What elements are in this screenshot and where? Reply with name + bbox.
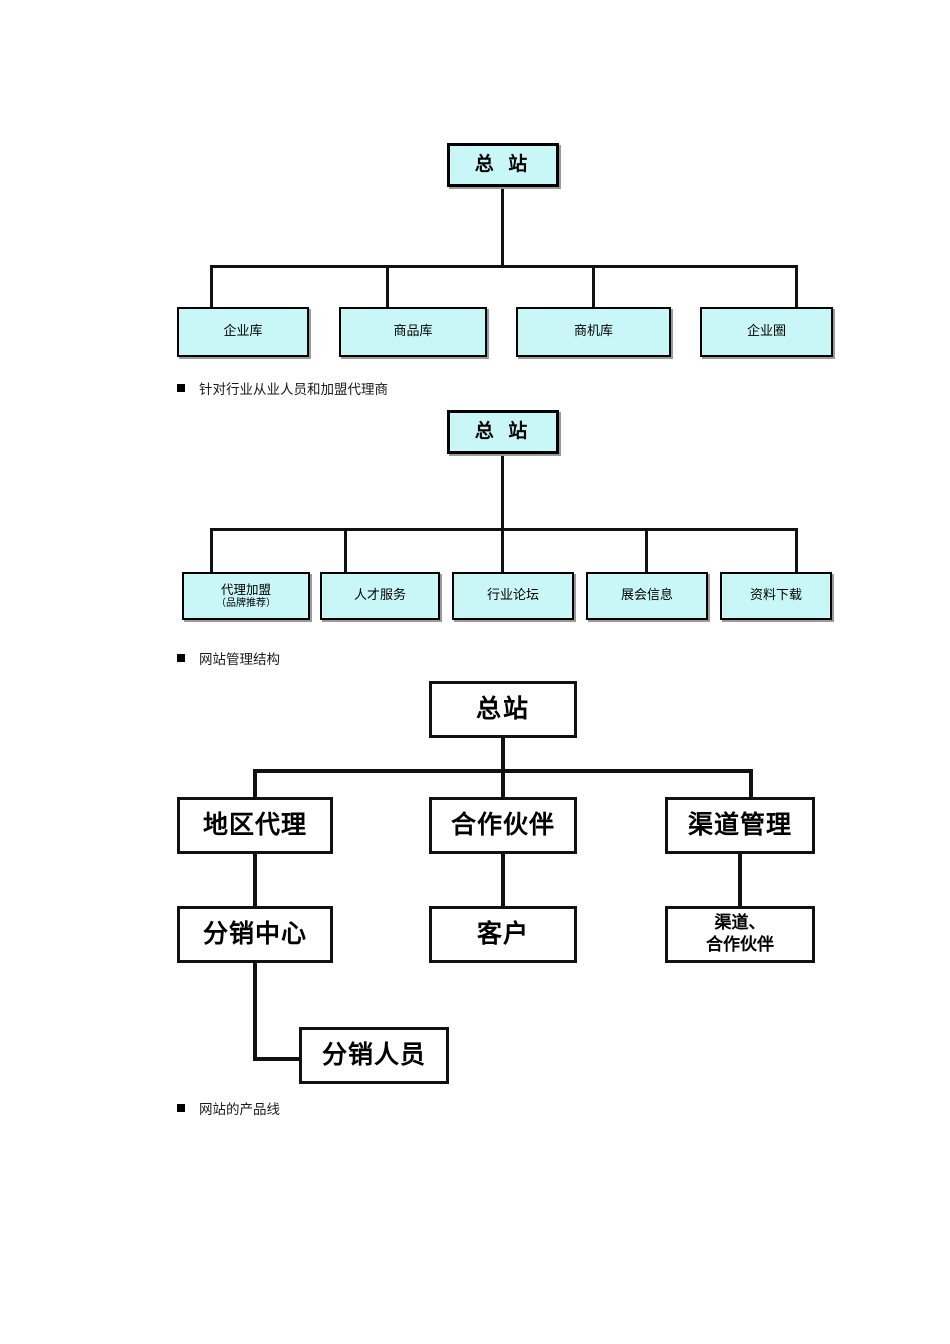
connector-elbow-vertical (253, 963, 257, 1061)
node-label: 资料下载 (749, 587, 802, 603)
node-label: 总站 (475, 694, 530, 724)
node-label: 总 站 (474, 153, 532, 176)
node-root-d1[interactable]: 总 站 (447, 143, 559, 187)
node-label: 分销人员 (321, 1040, 426, 1070)
caption-row-3: 网站的产品线 (177, 1098, 280, 1118)
node-fenxiaorenyuan[interactable]: 分销人员 (299, 1027, 449, 1084)
node-fenxiaozhongxin[interactable]: 分销中心 (177, 906, 333, 963)
connector-hezuohuoban-kehu (501, 854, 505, 907)
node-qiyequan[interactable]: 企业圈 (700, 307, 833, 357)
node-sublabel: （品牌推荐） (216, 597, 276, 609)
connector-drop-3-d1 (592, 265, 595, 307)
connector-root-stem-d1 (501, 187, 504, 267)
node-label: 地区代理 (202, 810, 307, 840)
connector-drop-3-d2 (501, 528, 504, 572)
node-hezuohuoban[interactable]: 合作伙伴 (429, 797, 577, 854)
square-bullet-icon (177, 384, 185, 392)
connector-elbow-horizontal (253, 1057, 305, 1061)
connector-drop-2-d2 (344, 528, 347, 572)
node-label: 商品库 (393, 323, 433, 339)
node-root-d3[interactable]: 总站 (429, 681, 577, 738)
caption-text: 针对行业从业人员和加盟代理商 (199, 382, 388, 398)
node-diqudaili[interactable]: 地区代理 (177, 797, 333, 854)
node-label: 商机库 (573, 323, 613, 339)
node-label: 行业论坛 (486, 587, 539, 603)
connector-qudaoguanli-qudao (738, 854, 742, 907)
connector-drop-4-d2 (645, 528, 648, 572)
square-bullet-icon (177, 1104, 185, 1112)
node-qudaoguanli[interactable]: 渠道管理 (665, 797, 815, 854)
node-hangyeluntan[interactable]: 行业论坛 (452, 572, 574, 620)
node-root-d2[interactable]: 总 站 (447, 410, 559, 454)
connector-drop-3-d3 (749, 769, 753, 799)
node-label: 企业圈 (746, 323, 786, 339)
connector-root-stem-d3 (501, 738, 505, 772)
node-label-line2: 合作伙伴 (706, 934, 774, 955)
node-label: 合作伙伴 (450, 810, 555, 840)
node-qiyeku[interactable]: 企业库 (177, 307, 309, 357)
node-label: 代理加盟 (220, 581, 271, 597)
connector-drop-1-d2 (210, 528, 213, 572)
node-zhanhuixinxi[interactable]: 展会信息 (586, 572, 708, 620)
connector-drop-2-d1 (386, 265, 389, 307)
caption-text: 网站管理结构 (199, 652, 280, 668)
node-label: 渠道管理 (687, 810, 792, 840)
node-shangjiku[interactable]: 商机库 (516, 307, 671, 357)
node-shangpinku[interactable]: 商品库 (339, 307, 487, 357)
node-label: 企业库 (223, 323, 263, 339)
node-label: 展会信息 (620, 587, 673, 603)
node-ziliaoxiazai[interactable]: 资料下载 (720, 572, 832, 620)
square-bullet-icon (177, 654, 185, 662)
node-kehu[interactable]: 客户 (429, 906, 577, 963)
node-label: 人才服务 (353, 587, 406, 603)
connector-diqudaili-fenxiao (253, 854, 257, 907)
node-label: 分销中心 (202, 919, 307, 949)
node-dailijiameng[interactable]: 代理加盟 （品牌推荐） (182, 572, 310, 620)
node-label: 总 站 (474, 420, 532, 443)
connector-drop-4-d1 (795, 265, 798, 307)
connector-drop-1-d3 (253, 769, 257, 799)
caption-row-2: 网站管理结构 (177, 648, 280, 668)
connector-drop-5-d2 (795, 528, 798, 572)
node-qudao-hezuohuoban[interactable]: 渠道、 合作伙伴 (665, 906, 815, 963)
connector-drop-1-d1 (210, 265, 213, 307)
node-rencaifuwu[interactable]: 人才服务 (320, 572, 440, 620)
caption-row-1: 针对行业从业人员和加盟代理商 (177, 378, 388, 398)
caption-text: 网站的产品线 (199, 1102, 280, 1118)
connector-bus-d2 (210, 528, 798, 531)
connector-bus-d1 (210, 265, 798, 268)
connector-drop-2-d3 (501, 769, 505, 799)
node-label: 客户 (476, 919, 529, 949)
node-label-line1: 渠道、 (714, 913, 766, 934)
connector-root-stem-d2 (501, 454, 504, 530)
